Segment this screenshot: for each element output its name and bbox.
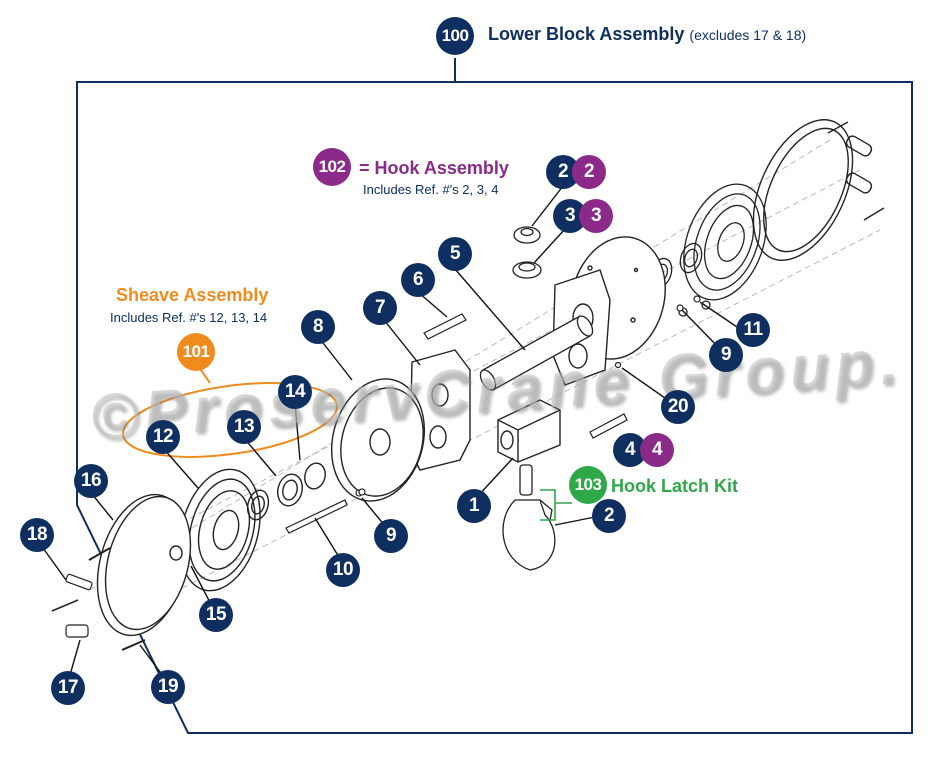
callout-18: 18 [20,518,54,552]
callout-103: 103 [569,466,607,504]
callout-101: 101 [177,333,215,371]
callout-1: 1 [457,489,491,523]
washer-and-bearing [512,226,542,279]
callout-5: 5 [438,237,472,271]
bolt-10 [285,489,363,534]
sheave-assembly-includes: Includes Ref. #'s 12, 13, 14 [110,310,268,325]
callout-13: 13 [227,410,261,444]
callout-3-hook: 3 [579,199,613,233]
callout-7: 7 [363,291,397,325]
pin-4 [589,413,628,439]
callout-12: 12 [146,420,180,454]
right-end-cover [752,119,885,261]
hook-block-body [497,399,561,463]
labels-17-18 [51,573,93,638]
hook-latch-bracket [540,489,572,521]
sheave-assembly-outline [121,382,339,458]
hook-latch-label: Hook Latch Kit [611,476,739,496]
sheave-assembly-label: Sheave Assembly [116,285,269,305]
pin-6 [423,313,467,340]
axle-shaft [479,315,594,391]
callout-14: 14 [278,375,312,409]
callout-8: 8 [301,310,335,344]
callout-2-hook: 2 [572,155,606,189]
cover-16 [88,493,192,651]
callout-16: 16 [74,464,108,498]
callout-102: 102 [313,148,351,186]
callout-20: 20 [661,390,695,424]
callout-11: 11 [736,313,770,347]
callout-2-hook-body: 2 [592,499,626,533]
callout-6: 6 [401,263,435,297]
hook-assembly-label: = Hook Assembly [359,158,509,178]
side-plate-7 [409,349,471,471]
page-title: Lower Block Assembly (excludes 17 & 18) [488,24,806,45]
guard-plate-8 [330,378,426,502]
callout-15: 15 [199,598,233,632]
hook-assembly-includes: Includes Ref. #'s 2, 3, 4 [363,182,499,197]
callout-9-left: 9 [374,519,408,553]
callout-4-hook: 4 [640,433,674,467]
title-note: (excludes 17 & 18) [689,27,807,43]
callout-100: 100 [436,17,474,55]
nuts [358,295,701,496]
hook [502,464,556,571]
title-text: Lower Block Assembly [488,24,685,44]
callout-19: 19 [151,670,185,704]
right-sheave [649,183,767,317]
callout-17: 17 [51,671,85,705]
callout-10: 10 [326,553,360,587]
callout-9-right: 9 [709,338,743,372]
